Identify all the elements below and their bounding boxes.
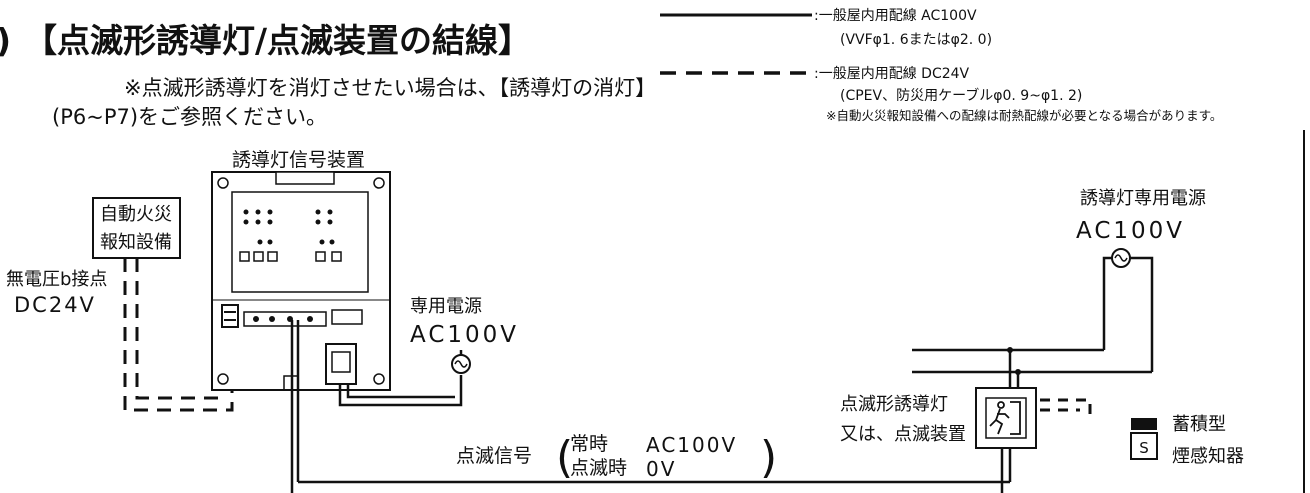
fire-alarm-label-1: 自動火災	[100, 204, 172, 225]
exit-sign-frame	[985, 397, 1027, 439]
note-line-1: ※点滅形誘導灯を消灯させたい場合は、【誘導灯の消灯】	[124, 76, 656, 100]
power-wire-2	[346, 384, 455, 399]
blinking-volt: 0V	[646, 457, 676, 481]
smoke-detector-head	[1131, 418, 1157, 430]
blinking-light-label-1: 点滅形誘導灯	[840, 394, 948, 415]
power-wire-1	[338, 375, 463, 407]
blinking-light-label-2: 又は、点滅装置	[840, 424, 966, 445]
smoke-detector-label-1: 蓄積型	[1172, 414, 1226, 435]
smoke-detector-s: S	[1139, 439, 1149, 457]
note-line-2: (P6~P7)をご参照ください。	[52, 105, 327, 129]
blink-signal-label: 点滅信号	[456, 445, 532, 467]
legend-solid-text-1: :一般屋内用配線 AC100V	[814, 8, 977, 24]
smoke-detector-body	[1130, 432, 1158, 460]
ac-wave-icon	[454, 360, 468, 368]
normal-volt: AC100V	[646, 433, 737, 457]
legend-dashed-text-1: :一般屋内用配線 DC24V	[814, 66, 970, 82]
smoke-detector-label-2: 煙感知器	[1172, 446, 1244, 467]
page-title: 【点滅形誘導灯/点滅装置の結線】	[24, 21, 531, 60]
normal-label: 常時	[570, 433, 608, 455]
running-man-icon	[989, 401, 1021, 435]
guide-power-loop	[1102, 256, 1154, 350]
guide-power-label: 誘導灯専用電源	[1080, 188, 1206, 209]
dedicated-power-label: 専用電源	[410, 296, 482, 317]
dedicated-ac-label: AC100V	[410, 322, 519, 348]
blinking-label: 点滅時	[570, 457, 627, 479]
dry-contact-label: 無電圧b接点	[6, 269, 107, 290]
signal-open-paren: (	[556, 432, 573, 483]
legend-footnote: ※自動火災報知設備への配線は耐熱配線が必要となる場合があります。	[826, 108, 1222, 123]
fire-alarm-label-2: 報知設備	[100, 232, 172, 253]
signal-device	[211, 171, 391, 391]
dc24v-label: DC24V	[14, 293, 96, 317]
guide-ac-label: AC100V	[1076, 218, 1185, 244]
detector-wire-1	[1040, 398, 1092, 420]
legend-solid-text-2: (VVFφ1. 6またはφ2. 0)	[840, 32, 992, 48]
signal-device-label: 誘導灯信号装置	[232, 149, 365, 171]
blinking-guide-light	[975, 387, 1037, 449]
legend-dashed-text-2: (CPEV、防災用ケーブルφ0. 9~φ1. 2)	[840, 87, 1082, 104]
section-mark: )	[0, 21, 11, 60]
signal-close-paren: )	[760, 432, 777, 483]
dc24v-wire-inner	[135, 258, 226, 400]
guide-ac-wave-icon	[1114, 254, 1128, 262]
